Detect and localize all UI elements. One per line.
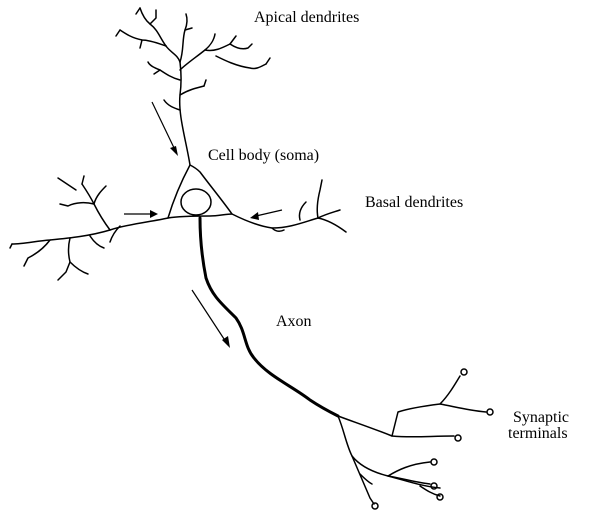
arrow-apical [152,102,176,152]
arrowhead-icon [250,212,259,220]
basal-dendrites-right [232,180,346,232]
terminal-bouton [431,459,437,465]
terminal-bouton [431,483,437,489]
label-apical-dendrites: Apical dendrites [254,10,359,26]
label-terminals: terminals [508,426,568,442]
label-cell-body: Cell body (soma) [208,148,319,164]
basal-dendrites-left [10,176,168,280]
apical-dendrites [116,8,270,165]
label-axon: Axon [276,314,312,330]
terminal-bouton [455,435,461,441]
synaptic-terminals [338,369,493,509]
terminal-bouton [461,369,467,375]
label-basal-dendrites: Basal dendrites [365,195,463,211]
axon [200,218,338,416]
arrow-axon [192,290,226,342]
terminal-bouton [487,409,493,415]
cell-body [168,165,232,218]
terminal-bouton [437,494,443,500]
arrow-basal-right [256,210,282,216]
terminal-bouton [372,503,378,509]
nucleus [181,189,211,215]
label-synaptic: Synaptic [513,410,569,426]
arrowhead-icon [150,210,158,218]
arrowhead-icon [170,146,178,156]
